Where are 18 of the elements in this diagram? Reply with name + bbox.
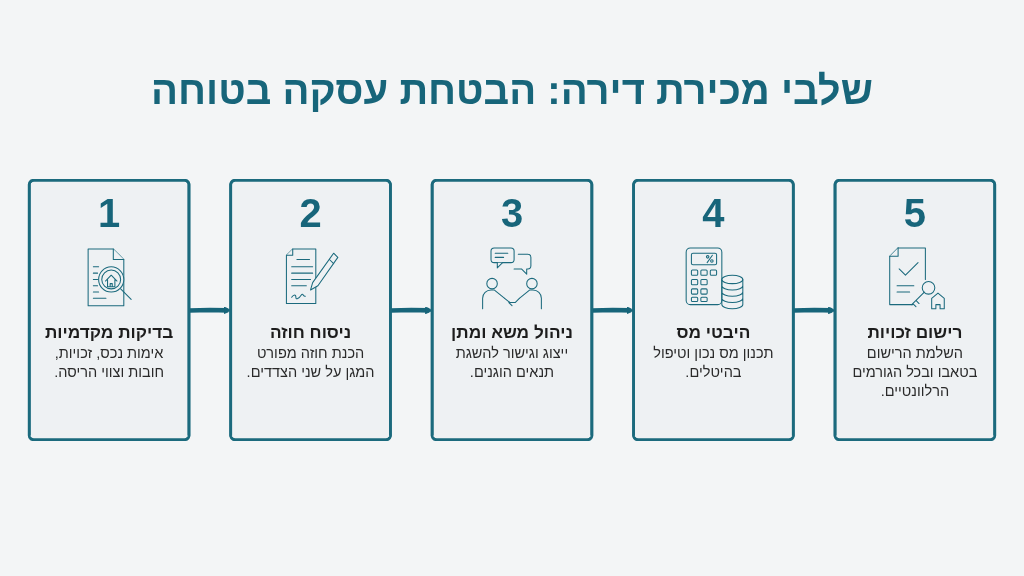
step-description: תכנון מס נכון וטיפול בהיטלים. xyxy=(653,345,774,380)
step-number: 2 xyxy=(299,191,322,235)
title: שלבי מכירת דירה: הבטחת עסקה בטוחה xyxy=(150,67,874,114)
step-description: השלמת הרישום בטאבו ובכל הגורמים הרלוונטיים. xyxy=(852,345,978,399)
step-heading: בדיקות מקדמיות xyxy=(44,323,174,343)
step-number: 1 xyxy=(98,191,121,235)
step-heading: רישום זכויות xyxy=(867,323,963,343)
step-number: 5 xyxy=(903,191,926,235)
step-number: 3 xyxy=(500,191,524,235)
step-heading: ניסוח חוזה xyxy=(269,323,352,343)
step-description: הכנת חוזה מפורט המגן על שני הצדדים. xyxy=(246,345,375,380)
step-description: ייצוג וגישור להשגת תנאים הוגנים. xyxy=(455,345,569,380)
step-description: אימות נכס, זכויות, חובות וצווי הריסה. xyxy=(54,345,165,380)
step-heading: ניהול משא ומתן xyxy=(451,323,573,343)
arrow xyxy=(390,306,433,315)
step-heading: היבטי מס xyxy=(676,323,751,343)
arrow xyxy=(793,306,836,315)
step-number: 4 xyxy=(702,191,725,235)
